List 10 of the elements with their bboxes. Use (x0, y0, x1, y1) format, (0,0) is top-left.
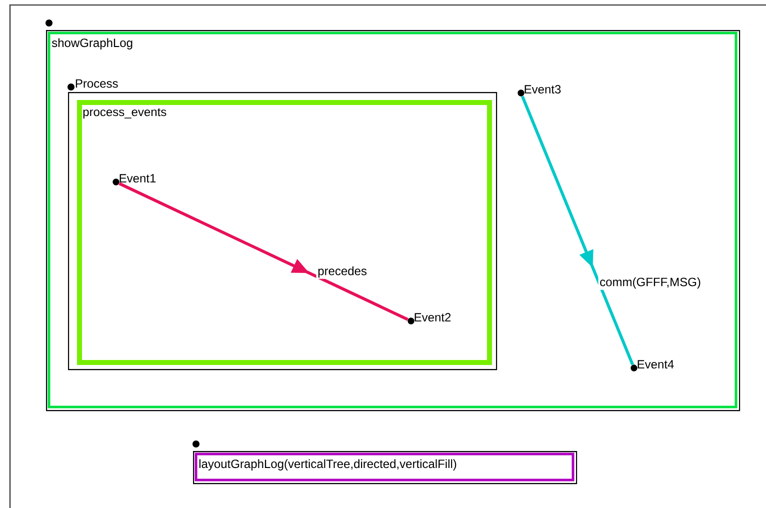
arrow (118, 182, 408, 321)
node-label: Event3 (524, 85, 561, 94)
node-label: Event2 (414, 313, 451, 322)
node-label: Event4 (638, 360, 674, 369)
arrow (520, 96, 634, 366)
frame-box: layoutGraphLog(verticalTree,directed,verticalFill) (192, 440, 578, 484)
node-label: Process (76, 79, 118, 88)
node-label: Event1 (120, 174, 156, 183)
edge-label: comm(GFFF,MSG) (598, 276, 702, 290)
edge-label: precedes (316, 265, 368, 279)
